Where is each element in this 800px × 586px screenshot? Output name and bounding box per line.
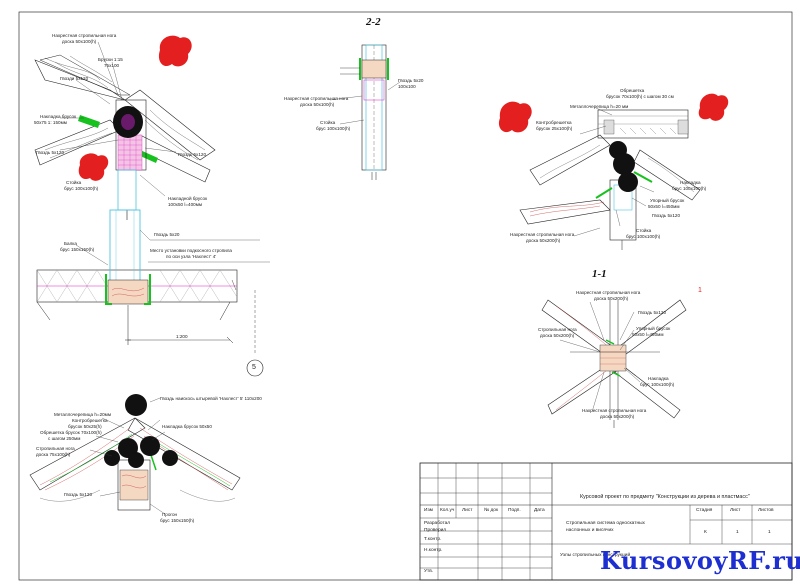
label: Гвоздь 5х120	[652, 213, 680, 218]
beam-section	[36, 209, 270, 377]
label: Гвоздь 5х20	[398, 78, 424, 83]
label: доска 50х100(h)	[300, 102, 335, 107]
label: 50х75 1: 150мм	[34, 120, 67, 125]
section-1-1	[541, 299, 687, 428]
label: брусок 50х25(h)	[68, 424, 102, 429]
section-title-2-2: 2-2	[366, 16, 381, 28]
label: Стропильная нога	[36, 446, 75, 451]
label: брус 100х100(h)	[672, 186, 707, 191]
sheets-value: 1	[768, 530, 771, 535]
node-marker-circle	[246, 359, 264, 377]
label: Нахрестная стропильная нога	[510, 232, 575, 237]
label: брус 150х150(h)	[160, 518, 195, 523]
label: брус 100х100(h)	[626, 234, 661, 239]
label: Обрешетка	[620, 88, 645, 93]
row-nkontr: Н.контр.	[424, 548, 443, 553]
label: Гвоздь 5х20	[154, 232, 180, 237]
label: Нахрестная стропильная нога	[582, 408, 647, 413]
label: 50х50 l=450мм	[632, 332, 664, 337]
label: доска 50х200(h)	[600, 414, 635, 419]
label: Накладка брусок	[40, 114, 77, 119]
label: Металлочерепица h=20 мм	[570, 104, 629, 109]
label: Нахрестная стропильная нога	[284, 96, 349, 101]
label: Гвоздь наискось штыревой 'Нахлест' 5' 11…	[160, 396, 262, 401]
stage-header: Стадия	[696, 508, 713, 513]
label: Стойка	[636, 228, 652, 233]
label: 100х50 l=400мм	[168, 202, 203, 207]
col-kol: Кол.уч	[440, 508, 455, 513]
marker-one: 1	[698, 287, 702, 294]
row-prov: Проверил	[424, 528, 447, 533]
label: Гвоздь 5х120	[36, 150, 64, 155]
stage-value: К	[704, 530, 707, 535]
label: Гвоздь 5х120	[178, 152, 206, 157]
sheet-title-1: Стропильная система односкатных	[566, 521, 645, 526]
label: Нахрестная стропильная нога	[52, 33, 117, 38]
course-title: Курсовой проект по предмету "Конструкции…	[580, 494, 750, 500]
col-doc: № док	[484, 508, 499, 513]
label: доска 50х200(h)	[594, 296, 629, 301]
label: Обрешетка брусок 70х100(h)	[40, 430, 102, 435]
label: Контробрешетка	[536, 120, 572, 125]
label: с шагом 250мм	[48, 436, 81, 441]
label: Стойка	[66, 180, 82, 185]
node-number: 5	[252, 364, 256, 371]
label: Стропильная нога	[538, 327, 577, 332]
col-data: Дата	[534, 508, 545, 513]
label: Накладка	[680, 180, 701, 185]
label: доска 50х200(h)	[540, 333, 575, 338]
label: брусок 25х100(h)	[536, 126, 573, 131]
label: брус 100х100(h)	[64, 186, 99, 191]
sheet-title-2: наслонных и висячих	[566, 528, 614, 533]
label: брусок 70х100(h) с шагом 30 см	[606, 94, 674, 99]
title-block	[419, 462, 793, 581]
label: Накладка	[648, 376, 669, 381]
label: Место установки подкосного стропила	[150, 248, 232, 253]
label: Гвоздь 5х120	[638, 310, 666, 315]
node-top-left	[34, 35, 216, 220]
label: доска 50х100(h)	[62, 39, 97, 44]
label: 50х50 l=450мм	[648, 204, 680, 209]
label: Бруски 1:15	[98, 57, 123, 62]
label: доска 50х200(h)	[526, 238, 561, 243]
label: Балка	[64, 241, 77, 246]
sheet-frame	[18, 11, 793, 581]
label: брус 100х100(h)	[316, 126, 351, 131]
col-list: Лист	[462, 508, 473, 513]
label: брус 100х100(h)	[640, 382, 675, 387]
label: Контробрешетка	[72, 418, 108, 423]
label: Упорный брусок	[636, 326, 671, 331]
label: Прогон	[162, 512, 178, 517]
label: Стойка	[320, 120, 336, 125]
dimension-label: 1:200	[176, 334, 188, 339]
label: Накладка брусок 50х50	[162, 424, 212, 429]
row-tkontr: Т.контр.	[424, 537, 442, 542]
label: Упорный брусок	[650, 198, 685, 203]
sheet-bottom-title: Узлы стропильных конструкций	[560, 553, 631, 558]
label: доска 75х100(h)	[36, 452, 71, 457]
col-podp: Подп.	[508, 508, 521, 513]
label: Гвозди 5х120	[60, 76, 89, 81]
label: Нахрестная стропильная нога	[576, 290, 641, 295]
label: брус 150х150(h)	[60, 247, 95, 252]
label: Металлочерепица h=20мм	[54, 412, 111, 417]
label: 100х100	[398, 84, 416, 89]
row-utv: Утв.	[424, 569, 434, 574]
sheet-header: Лист	[730, 508, 741, 513]
label: 75х100	[104, 63, 120, 68]
col-izm: Изм	[424, 508, 433, 513]
label: Накладной брусок	[168, 196, 208, 201]
section-2-2	[329, 44, 401, 180]
label: Гвоздь 5х120	[64, 492, 92, 497]
node-top-right	[498, 93, 729, 250]
sheet-value: 1	[736, 530, 739, 535]
sheets-header: Листов	[758, 508, 774, 513]
label: по оси узла 'Нахлест' 4'	[166, 254, 217, 259]
node-bottom-left	[29, 394, 241, 515]
section-title-1-1: 1-1	[592, 268, 607, 280]
row-razrab: Разработал	[424, 521, 451, 526]
watermark-logo: KursovoyRF.ru	[600, 546, 800, 575]
